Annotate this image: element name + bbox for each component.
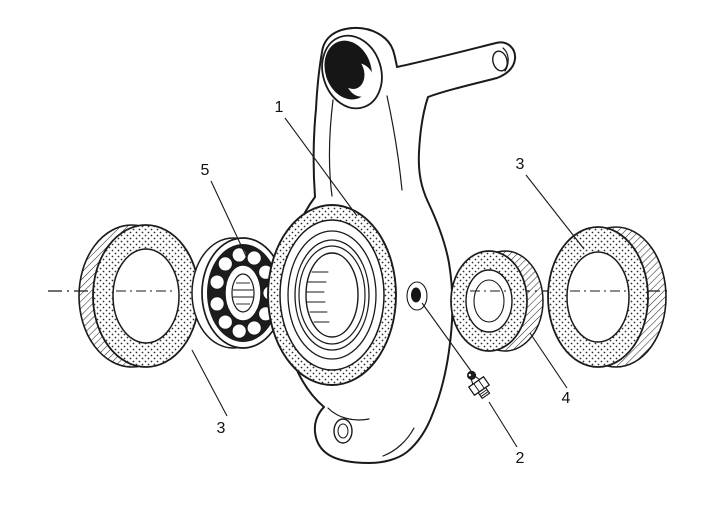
grease-fitting-ball [467,370,477,380]
grease-fitting-thread-line [480,391,489,397]
grease-fitting-ball-glint [468,373,472,377]
bearing-ball [217,314,234,330]
part-ball-bearing [191,237,285,349]
leader-housing [284,117,358,217]
housing-tab-hole [333,418,353,444]
ball-bearing-bore-hatch [233,282,253,305]
grease-fitting-hex-facet [478,379,485,389]
bearing-right-inner-race [473,279,505,323]
leader-seal-right [525,174,585,250]
leader-lines [191,117,585,448]
callout-ball-bearing: 5 [201,162,210,179]
grease-hole [411,287,421,303]
leader-seal-left [191,349,228,417]
bearing-ball [209,274,225,290]
bearing-ball [209,296,225,312]
leader-grease-fitting [488,401,518,448]
grease-fitting-hex-facet [473,383,480,393]
housing-rib-left [328,99,334,197]
housing-bottom-edge-line [382,427,415,457]
housing-rib-right [386,95,403,191]
callout-bearing-right: 4 [562,390,571,407]
callout-seal-left: 3 [217,420,226,437]
part-seal-left [78,224,200,368]
seal-left-face-stipple [93,225,199,367]
housing-bore-ring-2 [287,230,377,360]
seal-right-face-stipple [548,227,648,367]
leader-bearing-right [529,332,568,389]
part-seal-right [547,226,667,368]
boss-bore-dark-core [337,55,365,89]
grease-hole-to-fitting-line [421,302,472,372]
housing-top-boss-bore [321,34,383,110]
bearing-ball [246,320,262,336]
part-grease-fitting [467,370,491,400]
bearing-ball [231,247,247,263]
callout-grease-fitting: 2 [516,450,525,467]
bearing-ball [246,250,262,266]
housing-bore-hatch [305,271,330,323]
part-bearing-right [450,250,544,352]
part-housing [267,26,517,464]
housing-tab-inner-line [327,407,370,421]
housing-tab-hole-inner [337,423,349,439]
seal-left-bore [112,248,180,344]
callout-housing: 1 [275,99,284,116]
bearing-ball [231,323,247,339]
bearing-right-bore [465,269,513,333]
grease-fitting-thread-line [479,389,488,396]
housing-bore [305,252,359,338]
leader-ball-bearing [210,180,247,257]
seal-right-bore [566,251,630,343]
ball-bearing-bore [231,273,255,313]
bearing-right-face-stipple [451,251,527,351]
housing-arm-hole [492,50,508,72]
bearing-ball [217,256,234,272]
callout-seal-right: 3 [516,156,525,173]
housing-bore-ring-3 [294,239,370,351]
housing-bore-ring-4 [298,245,366,345]
